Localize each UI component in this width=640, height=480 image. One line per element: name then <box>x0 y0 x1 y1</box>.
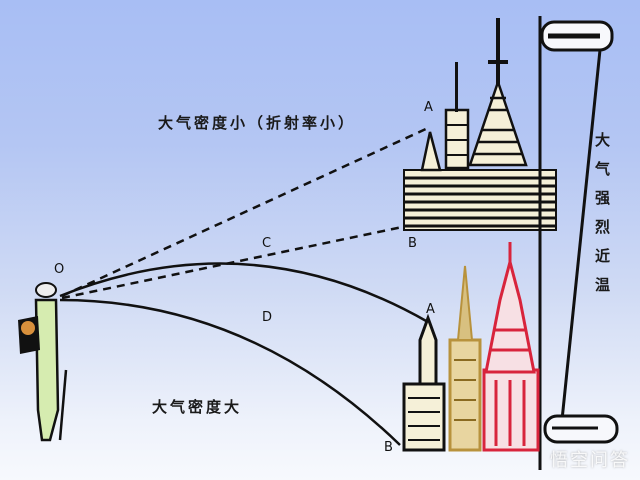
mirage-image-building <box>403 18 557 231</box>
atmosphere-vertical-label: 大气强烈近温 <box>593 132 611 306</box>
thermometer <box>538 16 619 470</box>
point-lower-a-label: A <box>426 302 435 317</box>
low-density-label: 大气密度小（折射率小） <box>158 114 357 132</box>
point-upper-a-label: A <box>424 100 433 115</box>
point-lower-b-label: B <box>384 440 393 455</box>
point-c-label: C <box>262 236 272 251</box>
point-o-label: O <box>54 262 65 277</box>
point-upper-b-label: B <box>408 236 417 251</box>
real-buildings <box>402 242 540 452</box>
watermark: 悟空问答 <box>550 450 630 471</box>
dashed-rays <box>61 126 429 300</box>
point-d-label: D <box>262 310 273 325</box>
high-density-label: 大气密度大 <box>152 398 243 416</box>
curved-rays <box>59 262 429 446</box>
observer-figure <box>18 282 68 442</box>
